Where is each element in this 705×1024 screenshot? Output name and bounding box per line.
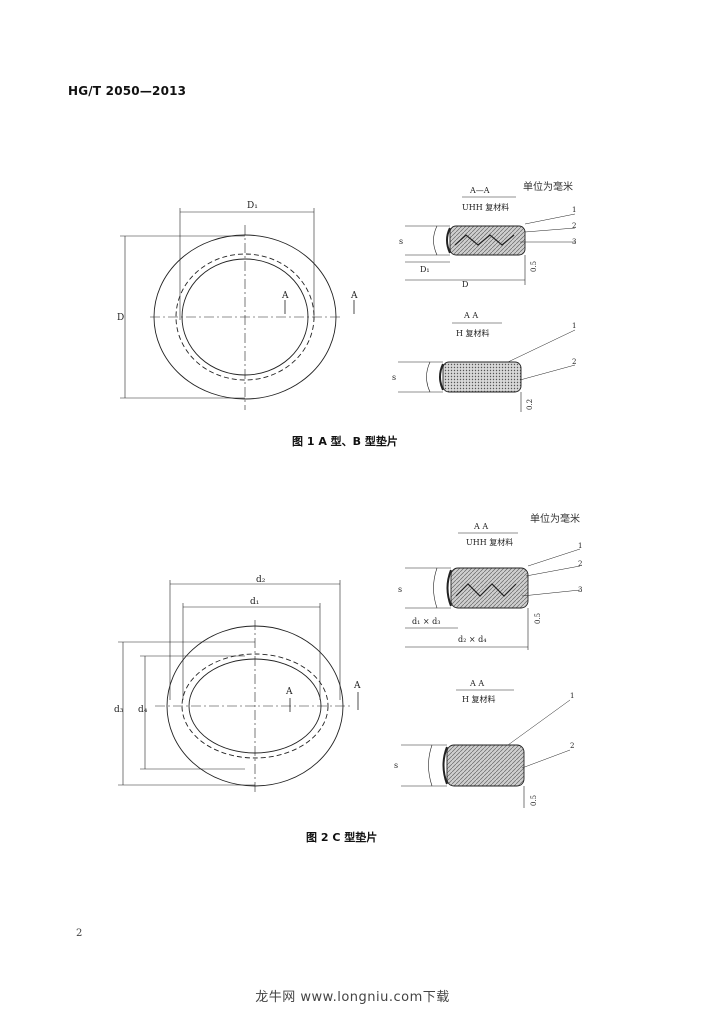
fig2-sec1-t: 0.5 [534, 613, 542, 624]
fig2-sec2-s: s [394, 761, 398, 770]
fig1-caption: 图 1 A 型、B 型垫片 [292, 435, 398, 448]
fig2-section-2 [401, 689, 571, 808]
fig2-sec1-dim2: d₂ × d₄ [458, 635, 486, 644]
fig1-sec2-s: s [392, 373, 396, 382]
fig2-sec1-c1: 1 [578, 542, 582, 550]
fig2-sec1-title: A A [473, 522, 488, 531]
fig2-sec2-c1: 1 [570, 692, 574, 700]
fig2-sec2-t: 0.5 [530, 795, 538, 806]
fig2-caption: 图 2 C 型垫片 [306, 831, 378, 844]
fig1-sec2-c1: 1 [572, 322, 576, 330]
fig2-sec2-sub: H 复材料 [462, 694, 496, 704]
fig1-sec1-c3: 3 [572, 238, 576, 246]
fig1-D1-label: D₁ [247, 201, 258, 211]
standard-code: HG/T 2050—2013 [68, 84, 187, 98]
fig1-A-mark-right: A [350, 291, 358, 301]
fig2-sec1-dim1: d₁ × d₃ [412, 617, 440, 626]
fig1-sec2-c2: 2 [572, 358, 576, 366]
fig2-sec2-c2: 2 [570, 742, 574, 750]
fig2-sec1-s: s [398, 585, 402, 594]
fig1-sec1-s: s [399, 237, 403, 246]
fig1-sec1-sub: UHH 复材料 [462, 202, 509, 212]
fig1-sec1-c2: 2 [572, 222, 576, 230]
fig2-d1-label: d₁ [250, 597, 259, 607]
fig1-sec1-d: D [462, 280, 468, 289]
watermark-footer: 龙牛网 www.longniu.com下载 [255, 990, 450, 1005]
fig1-front-view [120, 208, 355, 410]
fig1-sec2-title: A A [463, 311, 478, 320]
fig1-D-label: D [117, 313, 124, 323]
fig2-sec1-c2: 2 [578, 560, 582, 568]
fig2-A-mark-right: A [353, 681, 361, 691]
fig2-sec2-title: A A [469, 679, 484, 688]
fig1-section-1 [405, 196, 576, 285]
fig1-sec2-sub: H 复材料 [456, 328, 490, 338]
fig1-sec1-title: A—A [469, 186, 490, 195]
fig2-sec1-c3: 3 [578, 586, 582, 594]
fig1-sec2-t: 0.2 [526, 399, 534, 410]
fig1-sec1-c1: 1 [572, 206, 576, 214]
fig1-section-2 [398, 322, 576, 412]
page-number: 2 [76, 928, 83, 939]
fig2-d3-label: d₃ [114, 705, 124, 715]
fig2-sec1-sub: UHH 复材料 [466, 537, 513, 547]
fig1-A-mark-left: A [281, 291, 289, 301]
fig2-d2-label: d₂ [256, 575, 266, 585]
fig2-d4-label: d₄ [138, 705, 148, 715]
fig2-unit-note: 单位为毫米 [530, 514, 580, 525]
fig2-section-1 [405, 532, 581, 650]
fig2-front-view [118, 580, 359, 792]
fig2-A-mark-left: A [285, 687, 293, 697]
fig1-sec1-d1: D₁ [420, 265, 430, 274]
fig1-unit-note: 单位为毫米 [523, 182, 573, 193]
fig1-sec1-t: 0.5 [530, 261, 538, 272]
